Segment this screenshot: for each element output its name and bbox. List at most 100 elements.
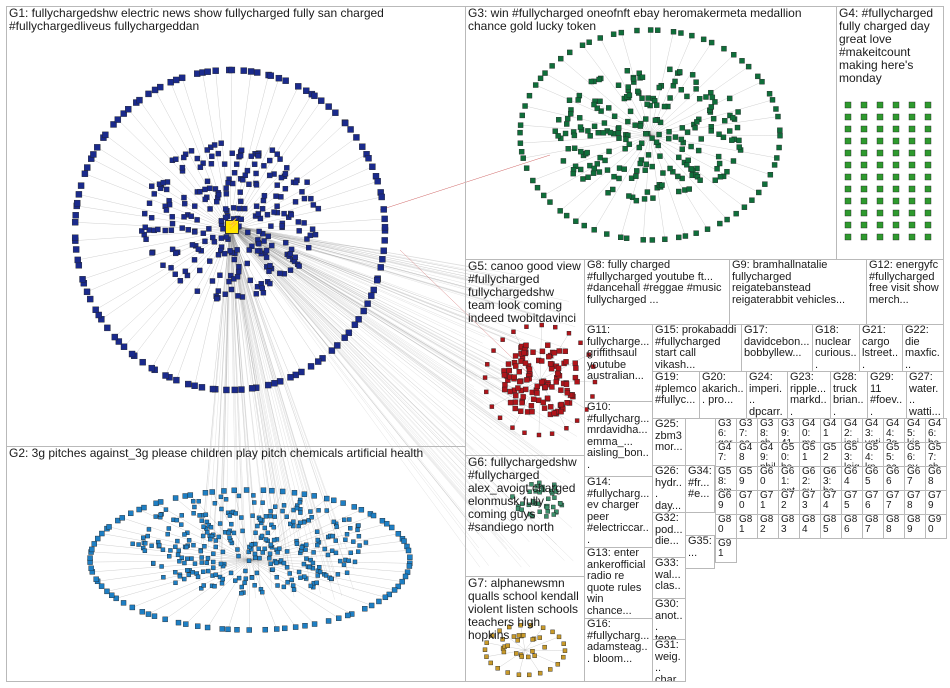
small-group-box: G89	[904, 514, 926, 539]
group-box-g17: G17: davidcebon... bobbyllew...	[741, 324, 813, 372]
group-label-g7: G7: alphanewsmn qualls school kendall vi…	[468, 577, 582, 642]
small-group-box: G66	[883, 466, 905, 491]
small-group-label: G69	[718, 491, 734, 511]
small-group-box: G45: kia...	[904, 418, 926, 443]
small-group-box: G55: ach...	[883, 442, 905, 467]
small-group-box: G79	[925, 490, 947, 515]
group-box-g14: G14: #fullycharg... ev charger peer #ele…	[584, 476, 653, 548]
small-group-label: G58: emi...	[718, 467, 734, 491]
small-group-box: G41	[820, 418, 842, 443]
hub-node-lightning-icon	[225, 220, 239, 234]
small-group-box: G60	[757, 466, 779, 491]
group-box-g21: G21: cargo lstreet...	[859, 324, 903, 372]
small-group-label: G83	[781, 515, 797, 535]
small-group-label: G45: kia...	[907, 419, 923, 443]
small-group-box: G83	[778, 514, 800, 539]
group-label-g8: G8: fully charged #fullycharged youtube …	[587, 260, 727, 306]
small-group-label: G75	[844, 491, 860, 511]
small-group-label: G36: ger...	[718, 419, 734, 443]
small-group-label: G66	[886, 467, 902, 487]
small-group-box: G61: enti...	[778, 466, 800, 491]
small-group-label: G38: chen...	[760, 419, 776, 443]
small-group-box: G52	[820, 442, 842, 467]
group-box-g30: G30: anot... tepe...	[652, 598, 686, 640]
group-label-g2: G2: 3g pitches against_3g please childre…	[9, 447, 463, 460]
group-box-g33: G33: wal... clas...	[652, 557, 686, 599]
small-group-label: G48	[739, 443, 755, 463]
small-group-label: G43: voti...	[865, 419, 881, 443]
small-group-box: G53: leig...	[841, 442, 863, 467]
group-label-g29: G29: 11 #foev...	[870, 372, 904, 418]
group-label-g12: G12: energyfc #fullycharged free visit s…	[869, 260, 941, 306]
small-group-box: G67	[904, 466, 926, 491]
small-group-box: G81	[736, 514, 758, 539]
group-label-g10: G10: #fullycharg... mrdavidha... emma_..…	[587, 402, 650, 471]
small-group-box: G44: 3g...	[883, 418, 905, 443]
small-group-label: G73	[802, 491, 818, 511]
small-group-box: G49: phil...	[757, 442, 779, 467]
small-group-box: G38: chen...	[757, 418, 779, 443]
group-label-g25: G25: zbm3 mor...	[655, 419, 683, 454]
small-group-box: G40: mojo...	[799, 418, 821, 443]
group-box-g2: G2: 3g pitches against_3g please childre…	[6, 446, 466, 682]
group-box-g27: G27: water... watti...	[906, 371, 944, 419]
group-label-g26: G26: hydr... day...	[655, 466, 683, 512]
small-group-box: G42: jasj...	[841, 418, 863, 443]
small-group-box: G36: ger...	[715, 418, 737, 443]
small-group-box: G85	[820, 514, 842, 539]
small-group-box: G87	[862, 514, 884, 539]
small-group-label: G72	[781, 491, 797, 511]
small-group-box: G73	[799, 490, 821, 515]
group-box-g16: G16: #fullycharg... adamsteag... bloom..…	[584, 618, 653, 682]
group-label-g27: G27: water... watti...	[909, 372, 941, 418]
group-box-g13: G13: enter ankerofficial radio re quote …	[584, 547, 653, 619]
small-group-box: G77	[883, 490, 905, 515]
small-group-box: G50: hea...	[778, 442, 800, 467]
small-group-label: G89	[907, 515, 923, 535]
small-group-label: G77	[886, 491, 902, 511]
small-group-box: G80	[715, 514, 737, 539]
small-group-label: G71	[760, 491, 776, 511]
group-label-g16: G16: #fullycharg... adamsteag... bloom..…	[587, 619, 650, 665]
small-group-box: G69	[715, 490, 737, 515]
group-box-g19: G19: #plemco #fullyc...	[652, 371, 700, 419]
small-group-label: G62: sup...	[802, 467, 818, 491]
small-group-label: G40: mojo...	[802, 419, 818, 443]
small-group-box: G46: bew...	[925, 418, 947, 443]
small-group-box: G91	[715, 538, 737, 563]
small-group-box: G68	[925, 466, 947, 491]
small-group-label: G61: enti...	[781, 467, 797, 491]
small-group-box: G65	[862, 466, 884, 491]
small-group-label: G41	[823, 419, 839, 439]
group-label-g14: G14: #fullycharg... ev charger peer #ele…	[587, 477, 650, 546]
small-group-label: G47: ...	[718, 443, 734, 467]
group-label-g9: G9: bramhallnatalie fullycharged reigate…	[732, 260, 864, 306]
small-group-label: G85	[823, 515, 839, 535]
small-group-label: G79	[928, 491, 944, 511]
small-group-label: G37: aap...	[739, 419, 755, 443]
small-group-label: G68	[928, 467, 944, 487]
group-label-g19: G19: #plemco #fullyc...	[655, 372, 697, 407]
small-group-label: G57: cha...	[928, 443, 944, 467]
small-group-box: G62: sup...	[799, 466, 821, 491]
group-box-g8: G8: fully charged #fullycharged youtube …	[584, 259, 730, 325]
group-box-g25: G25: zbm3 mor...	[652, 418, 686, 466]
small-group-label: G60	[760, 467, 776, 487]
group-box-g6: G6: fullychargedshw #fullycharged alex_a…	[465, 455, 585, 577]
small-group-label: G87	[865, 515, 881, 535]
group-box-g29: G29: 11 #foev...	[867, 371, 907, 419]
small-group-label: G76	[865, 491, 881, 511]
small-group-label: G84	[802, 515, 818, 535]
small-group-label: G50: hea...	[781, 443, 797, 467]
group-label-g32: G32: pod... die...	[655, 513, 683, 548]
group-box-g20: G20: akarich... pro...	[699, 371, 747, 419]
group-box-g9: G9: bramhallnatalie fullycharged reigate…	[729, 259, 867, 325]
small-group-box: G37: aap...	[736, 418, 758, 443]
small-group-box: G82	[757, 514, 779, 539]
small-group-box: G74	[820, 490, 842, 515]
group-box-g32: G32: pod... die...	[652, 512, 686, 558]
group-box-g10: G10: #fullycharg... mrdavidha... emma_..…	[584, 401, 653, 477]
small-group-label: G53: leig...	[844, 443, 860, 467]
group-label-g23: G23: ripple... markd...	[790, 372, 828, 418]
small-group-box: G75	[841, 490, 863, 515]
